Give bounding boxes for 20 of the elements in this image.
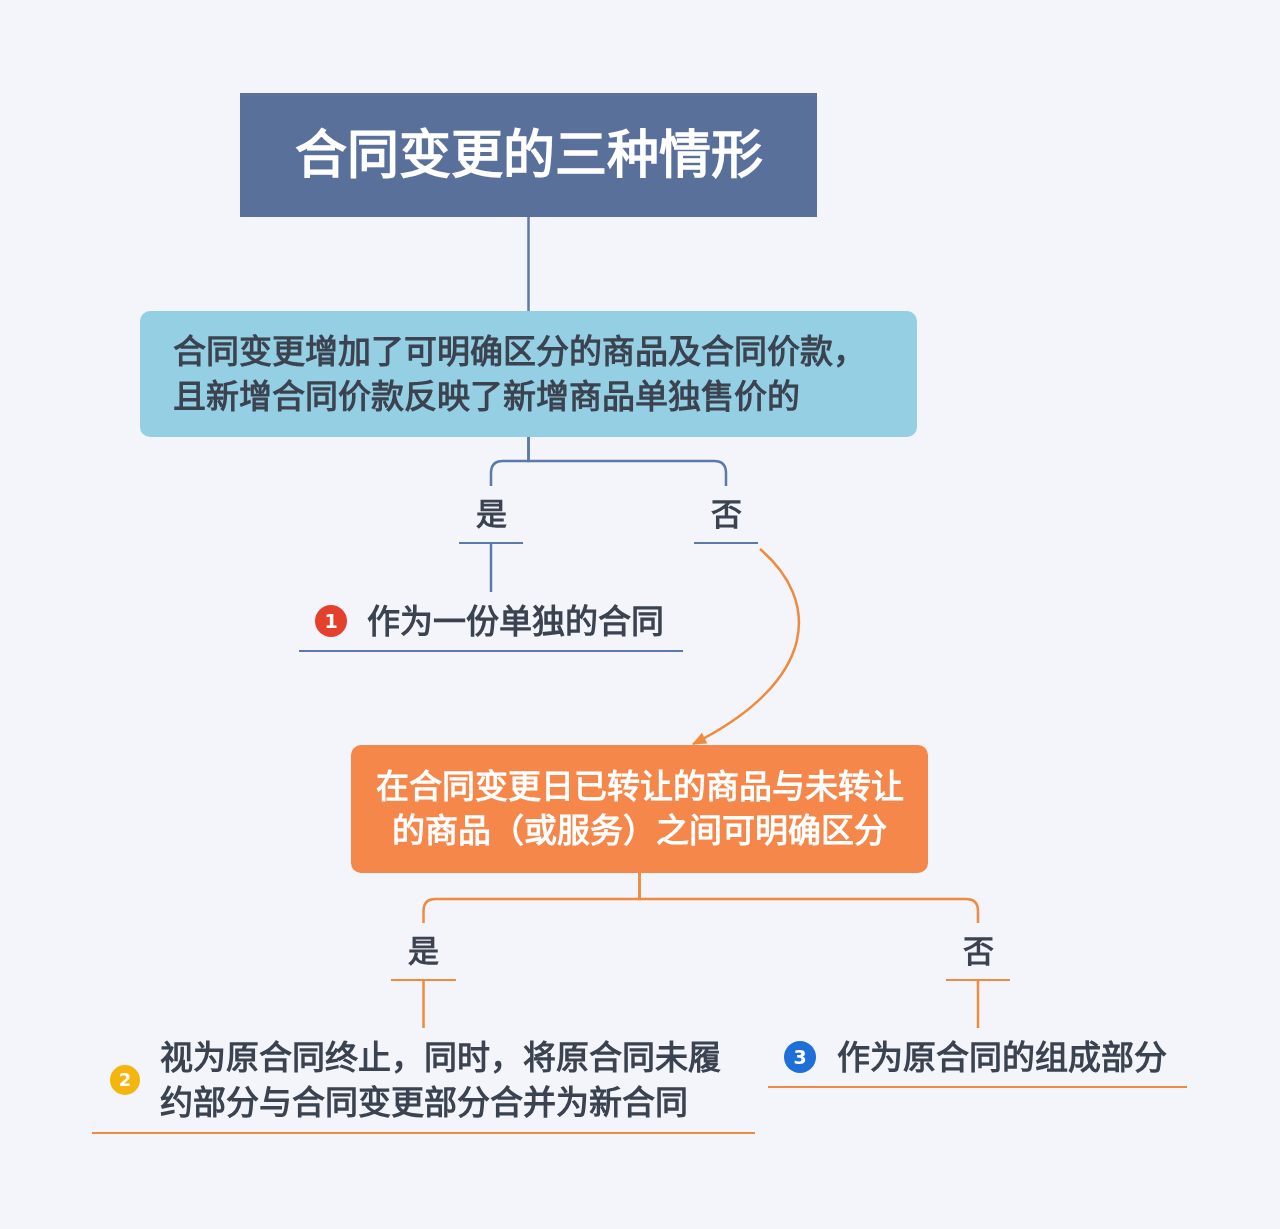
arrow xyxy=(692,548,801,746)
result-text: 视为原合同终止，同时，将原合同未履约部分与合同变更部分合并为新合同 xyxy=(160,1037,722,1124)
connector-line xyxy=(638,873,980,923)
connector-line xyxy=(527,437,728,486)
result-text: 作为原合同的组成部分 xyxy=(837,1036,1167,1079)
connector-line xyxy=(976,981,980,1028)
condition-box: 合同变更增加了可明确区分的商品及合同价款，且新增合同价款反映了新增商品单独售价的 xyxy=(140,311,917,437)
connector-line xyxy=(489,544,493,592)
number-marker: 3 xyxy=(784,1041,816,1073)
branch-label: 否 xyxy=(946,923,1010,981)
number-marker: 1 xyxy=(315,605,347,637)
branch-label: 是 xyxy=(459,486,523,544)
condition-box: 在合同变更日已转让的商品与未转让的商品（或服务）之间可明确区分 xyxy=(351,745,928,873)
connector-line xyxy=(527,217,530,311)
branch-label: 是 xyxy=(391,923,456,981)
branch-label: 否 xyxy=(694,486,758,544)
result-text: 作为一份单独的合同 xyxy=(367,600,664,643)
connector-line xyxy=(422,981,425,1028)
number-marker: 2 xyxy=(110,1065,140,1095)
title-box: 合同变更的三种情形 xyxy=(240,93,817,217)
